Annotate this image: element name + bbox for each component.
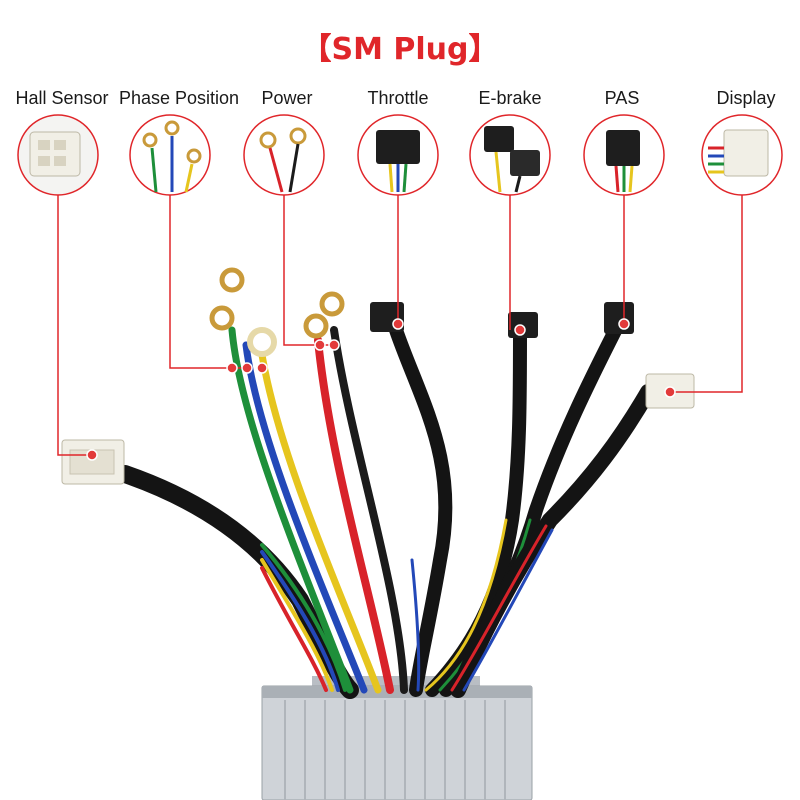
throttle-wire-sleeve xyxy=(389,323,453,697)
display-wire-sleeve xyxy=(450,384,656,698)
power-wire-black xyxy=(330,326,408,694)
marker-phase-3 xyxy=(256,362,268,374)
wire-bundle xyxy=(116,318,656,699)
marker-display xyxy=(664,386,676,398)
label-phase-position: Phase Position xyxy=(118,88,240,108)
label-throttle: Throttle xyxy=(367,88,429,108)
leader-display xyxy=(670,193,743,393)
leader-hall-sensor xyxy=(57,193,92,456)
bundle-connectors xyxy=(61,267,695,485)
marker-pas xyxy=(618,318,630,330)
detail-pas xyxy=(583,114,665,196)
detail-e-brake xyxy=(469,114,551,196)
diagram-title: 【SM Plug】 xyxy=(301,32,499,67)
phase-terminal xyxy=(219,267,245,293)
label-power: Power xyxy=(261,88,313,108)
detail-power xyxy=(243,114,325,196)
label-hall-sensor: Hall Sensor xyxy=(15,88,109,108)
phase-wire-blue xyxy=(242,341,368,694)
detail-display xyxy=(701,114,783,196)
detail-throttle xyxy=(357,114,439,196)
label-e-brake: E-brake xyxy=(478,88,542,108)
power-wire-red xyxy=(314,336,394,694)
marker-power-1 xyxy=(314,339,326,351)
marker-hall-sensor xyxy=(86,449,98,461)
controller-box xyxy=(261,676,533,800)
marker-dots xyxy=(86,318,676,461)
label-display: Display xyxy=(716,88,776,108)
marker-phase-2 xyxy=(241,362,253,374)
label-pas: PAS xyxy=(604,88,640,108)
detail-hall-sensor xyxy=(17,114,99,196)
marker-throttle xyxy=(392,318,404,330)
detail-phase-position xyxy=(129,114,211,196)
marker-power-2 xyxy=(328,339,340,351)
power-terminal xyxy=(319,291,345,317)
leader-phase-position xyxy=(169,193,244,369)
phase-wire-yellow xyxy=(258,351,382,694)
marker-e-brake xyxy=(514,324,526,336)
marker-phase-1 xyxy=(226,362,238,374)
pas-plug xyxy=(604,302,634,334)
